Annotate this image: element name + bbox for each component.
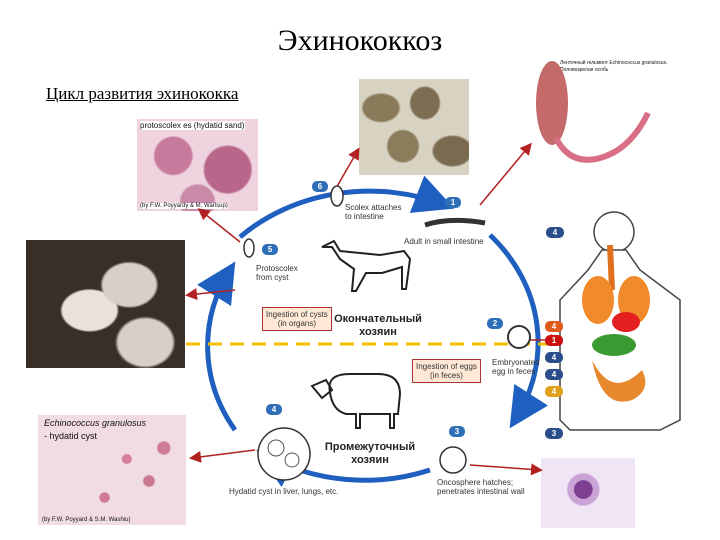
scolex-label: Scolex attaches to intestine <box>345 203 401 221</box>
intermediate-host-label: Промежуточный хозяин <box>318 441 422 467</box>
ingestion-eggs-box: Ingestion of eggs (in feces) <box>412 359 481 383</box>
pointer-arrow <box>192 450 255 458</box>
oncosphere-label: Oncosphere hatches; penetrates intestina… <box>437 478 525 496</box>
organ-badge: 4 <box>545 352 563 363</box>
step-number-2: 2 <box>487 318 503 329</box>
adult-worm-small-drawing <box>425 220 485 225</box>
pointer-arrow <box>480 145 530 205</box>
sheep-drawing <box>312 374 400 428</box>
pointer-arrow <box>200 210 240 242</box>
adult-label: Adult in small intestine <box>404 237 484 246</box>
organ-badge: 3 <box>545 428 563 439</box>
embryonated-egg-drawing <box>508 326 530 348</box>
ingestion-cysts-box: Ingestion of cysts (in organs) <box>262 307 332 331</box>
embryonated-label: Embryonated egg in feces <box>492 358 540 376</box>
step-number-4: 4 <box>266 404 282 415</box>
pointer-arrow <box>470 465 540 470</box>
hydatid-label: Hydatid cyst in liver, lungs, etc. <box>229 487 338 496</box>
step-number-5: 5 <box>262 244 278 255</box>
protoscolex-drawing <box>244 239 254 257</box>
oncosphere-drawing <box>440 447 466 473</box>
organ-badge: 4 <box>545 386 563 397</box>
organ-badge: 4 <box>545 321 563 332</box>
organ-badge: 1 <box>545 335 563 346</box>
cycle-arrow-left <box>208 270 235 430</box>
scolex-drawing <box>331 186 343 206</box>
protoscolex-label: Protoscolex from cyst <box>256 264 298 282</box>
step-number-3: 3 <box>449 426 465 437</box>
hydatid-cyst-drawing <box>258 428 310 480</box>
step-number-1: 1 <box>445 197 461 208</box>
pointer-arrow <box>188 290 235 295</box>
pointer-arrow <box>335 150 358 190</box>
organ-badge: 4 <box>546 227 564 238</box>
organ-badge: 4 <box>545 369 563 380</box>
definitive-host-label: Окончательный хозяин <box>330 313 426 339</box>
dog-drawing <box>322 241 410 291</box>
step-number-6: 6 <box>312 181 328 192</box>
